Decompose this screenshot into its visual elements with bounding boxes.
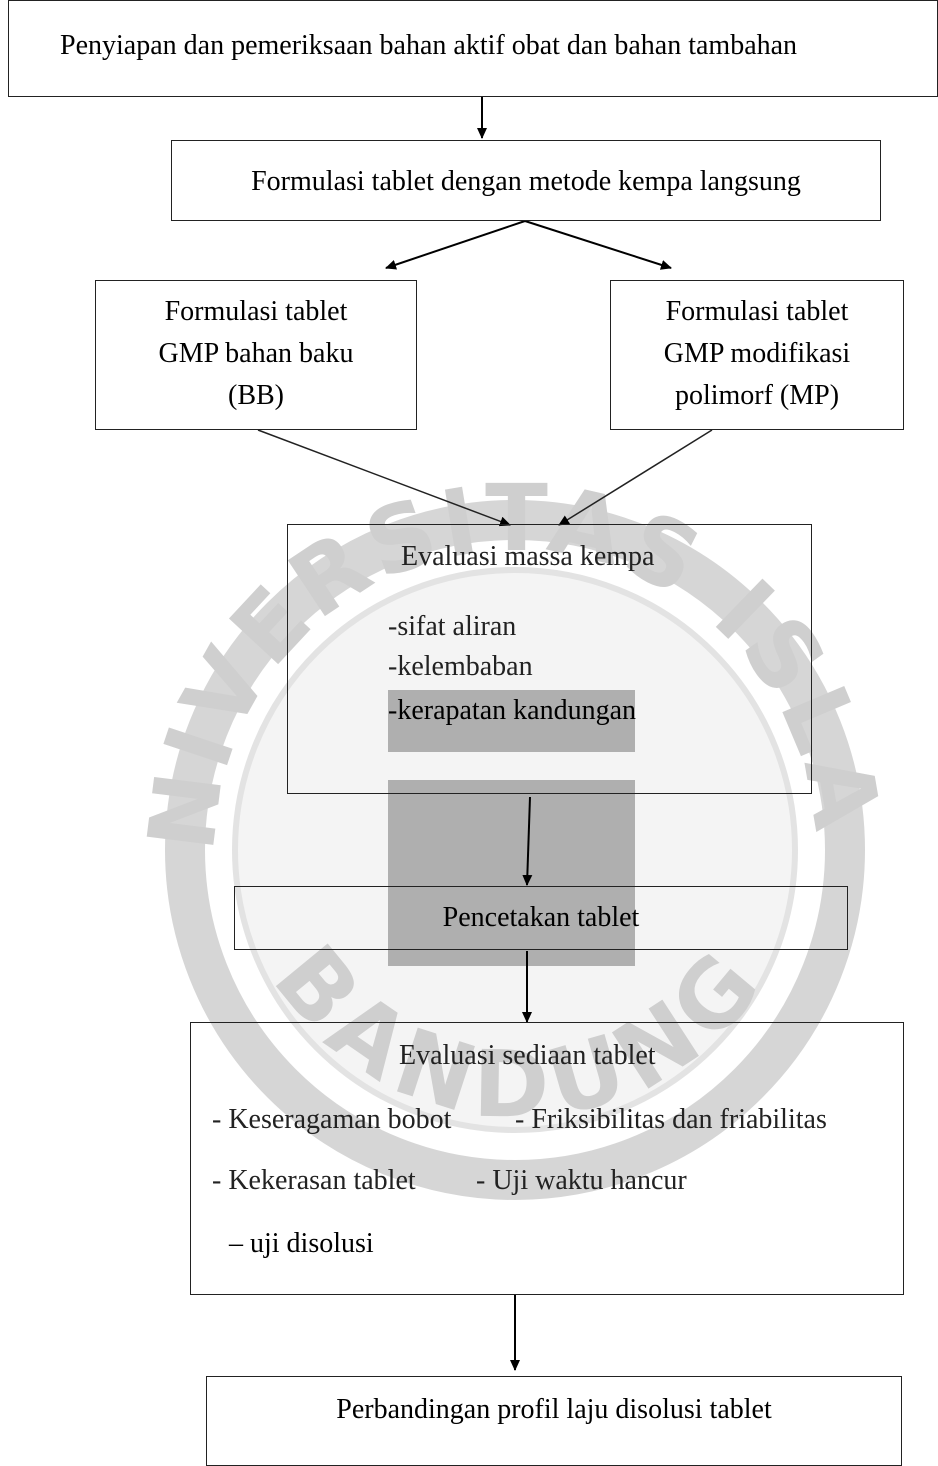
arrow-step2-to-left [385,220,526,270]
printing-box [234,886,848,950]
right-branch-line3: polimorf (MP) [674,380,840,411]
eval-tablet-title: Evaluasi sediaan tablet [399,1040,656,1071]
eval-tablet-row3: – uji disolusi [229,1228,374,1259]
eval-mass-item-2: -kelembaban [388,651,533,682]
right-branch-line2: GMP modifikasi [663,338,851,369]
eval-tablet-box [190,1022,904,1295]
eval-tablet-row1-a: - Keseragaman bobot [212,1104,452,1135]
left-branch-box [95,280,417,430]
printing-label: Pencetakan tablet [442,902,640,933]
seal-shade-large [388,780,635,966]
arrow-eval-to-print [522,796,533,886]
seal-shade-small [388,690,635,752]
eval-tablet-row2-b: - Uji waktu hancur [476,1165,687,1196]
right-branch-box [610,280,904,430]
eval-mass-item-1: -sifat aliran [388,611,517,642]
arrow-right-to-eval [558,429,713,526]
eval-mass-box [287,524,812,794]
step2-box [171,140,881,221]
arrow-step2-to-right [524,220,672,270]
left-branch-line1: Formulasi tablet [164,296,348,327]
right-branch-line1: Formulasi tablet [665,296,849,327]
eval-tablet-row1-b: - Friksibilitas dan friabilitas [515,1104,827,1135]
step1-label: Penyiapan dan pemeriksaan bahan aktif ob… [60,30,798,61]
eval-mass-title: Evaluasi massa kempa [401,541,655,572]
eval-tablet-row2-a: - Kekerasan tablet [212,1165,416,1196]
arrow-left-to-eval [257,429,511,527]
eval-mass-item-3: -kerapatan kandungan [388,695,636,726]
left-branch-line2: GMP bahan baku [158,338,354,369]
final-label: Perbandingan profil laju disolusi tablet [336,1394,772,1425]
step2-label: Formulasi tablet dengan metode kempa lan… [251,166,801,197]
left-branch-line3: (BB) [228,380,284,411]
